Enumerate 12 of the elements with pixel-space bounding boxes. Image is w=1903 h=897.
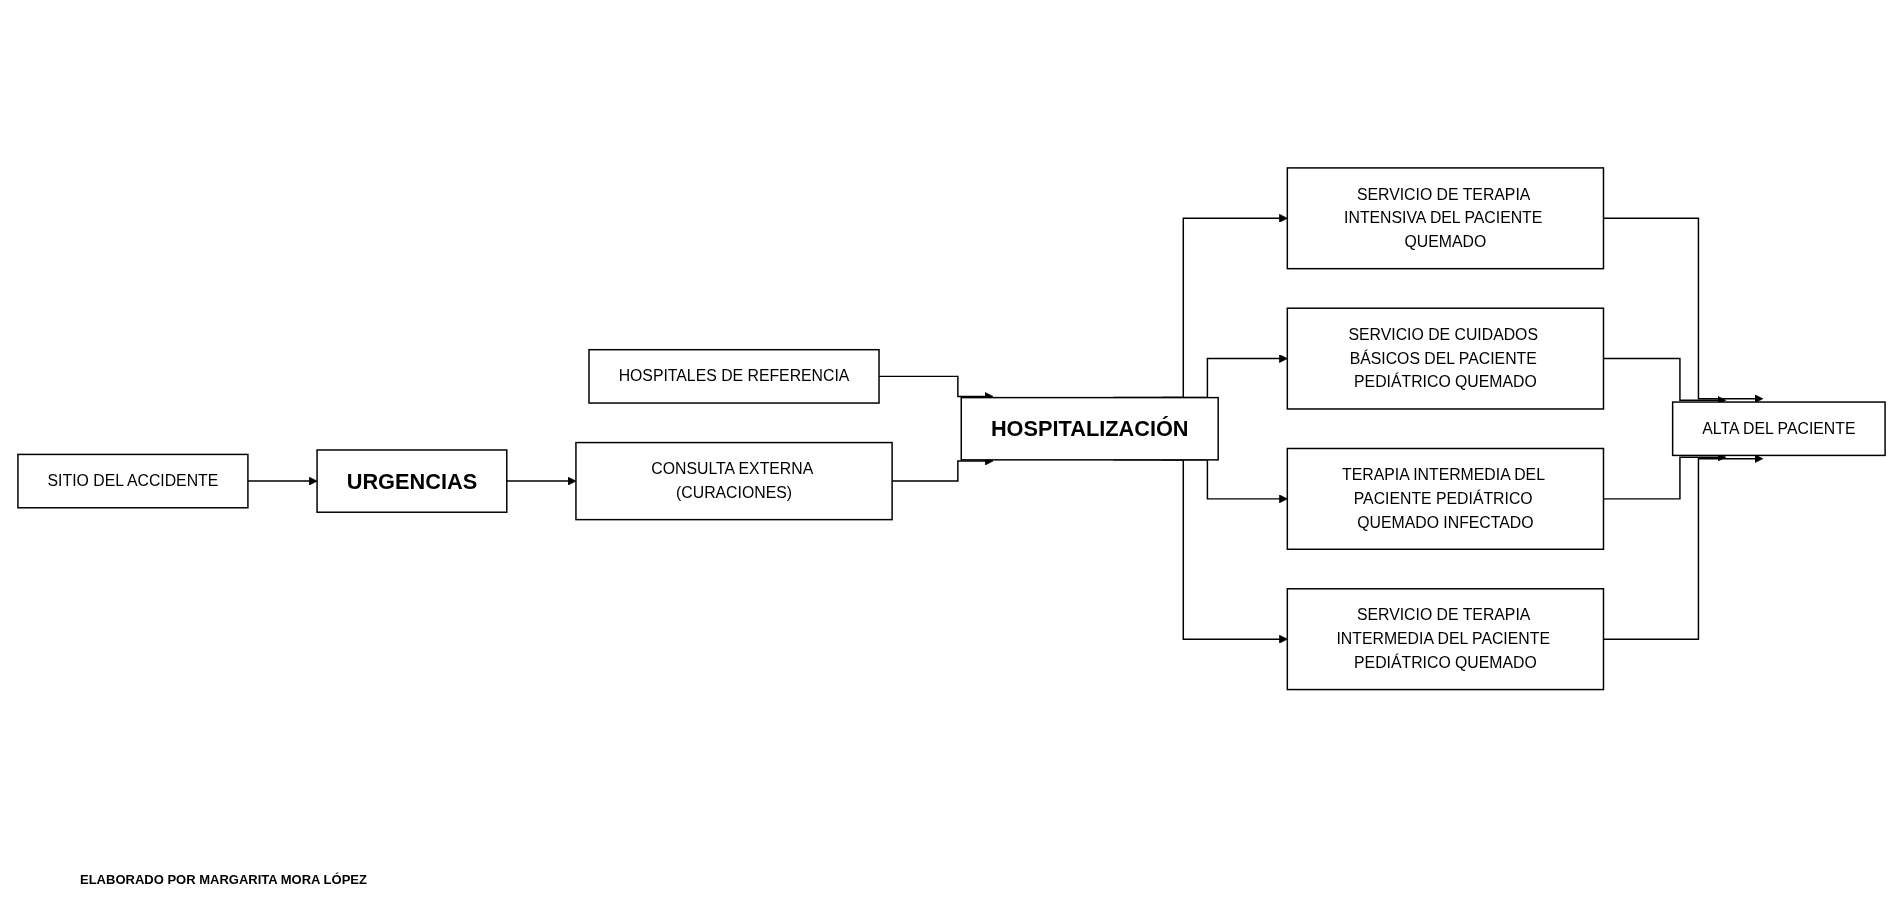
- node-box: ALTA DEL PACIENTE: [1671, 401, 1886, 456]
- node-box: CONSULTA EXTERNA (CURACIONES): [575, 441, 893, 521]
- node-box: SERVICIO DE CUIDADOS BÁSICOS DEL PACIENTE PEDIÁTRICO QUEMADO: [1286, 307, 1605, 410]
- node-box: SERVICIO DE TERAPIA INTENSIVA DEL PACIENTE QUEMADO: [1286, 166, 1605, 270]
- node-box: URGENCIAS: [316, 449, 508, 513]
- arrow: [247, 476, 318, 486]
- node-box: HOSPITALIZACIÓN: [960, 396, 1219, 461]
- node-box: SERVICIO DE TERAPIA INTERMEDIA DEL PACIENTE PEDIÁTRICO QUEMADO: [1286, 587, 1605, 691]
- node-box: TERAPIA INTERMEDIA DEL PACIENTE PEDIÁTRICO QUEMADO INFECTADO: [1286, 447, 1605, 550]
- node-box: SITIO DEL ACCIDENTE: [17, 453, 249, 509]
- node-box: HOSPITALES DE REFERENCIA: [588, 348, 880, 404]
- author-note: ELABORADO POR MARGARITA MORA LÓPEZ: [80, 872, 367, 887]
